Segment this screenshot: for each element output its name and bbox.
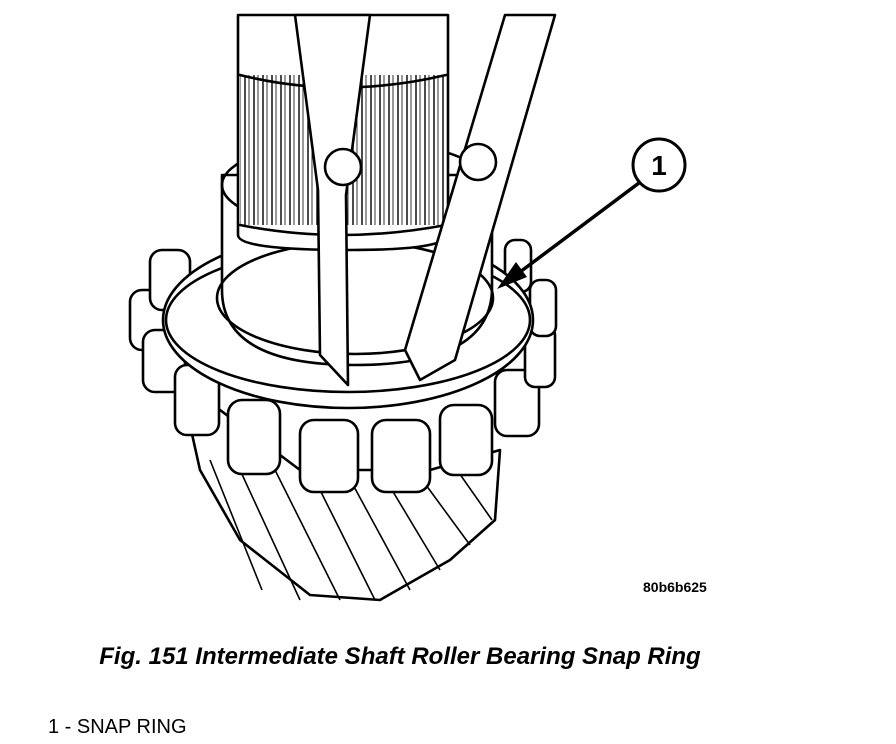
helical-gear [128,238,558,602]
legend-item-1: 1 - SNAP RING [48,716,187,738]
shaft-gear-illustration: 1 [128,13,687,602]
figure-caption: Fig. 151 Intermediate Shaft Roller Beari… [99,643,701,670]
image-code: 80b6b625 [643,579,707,595]
snap-ring-pliers [293,13,557,387]
callout-number: 1 [651,150,667,181]
callout-1: 1 [497,137,687,289]
